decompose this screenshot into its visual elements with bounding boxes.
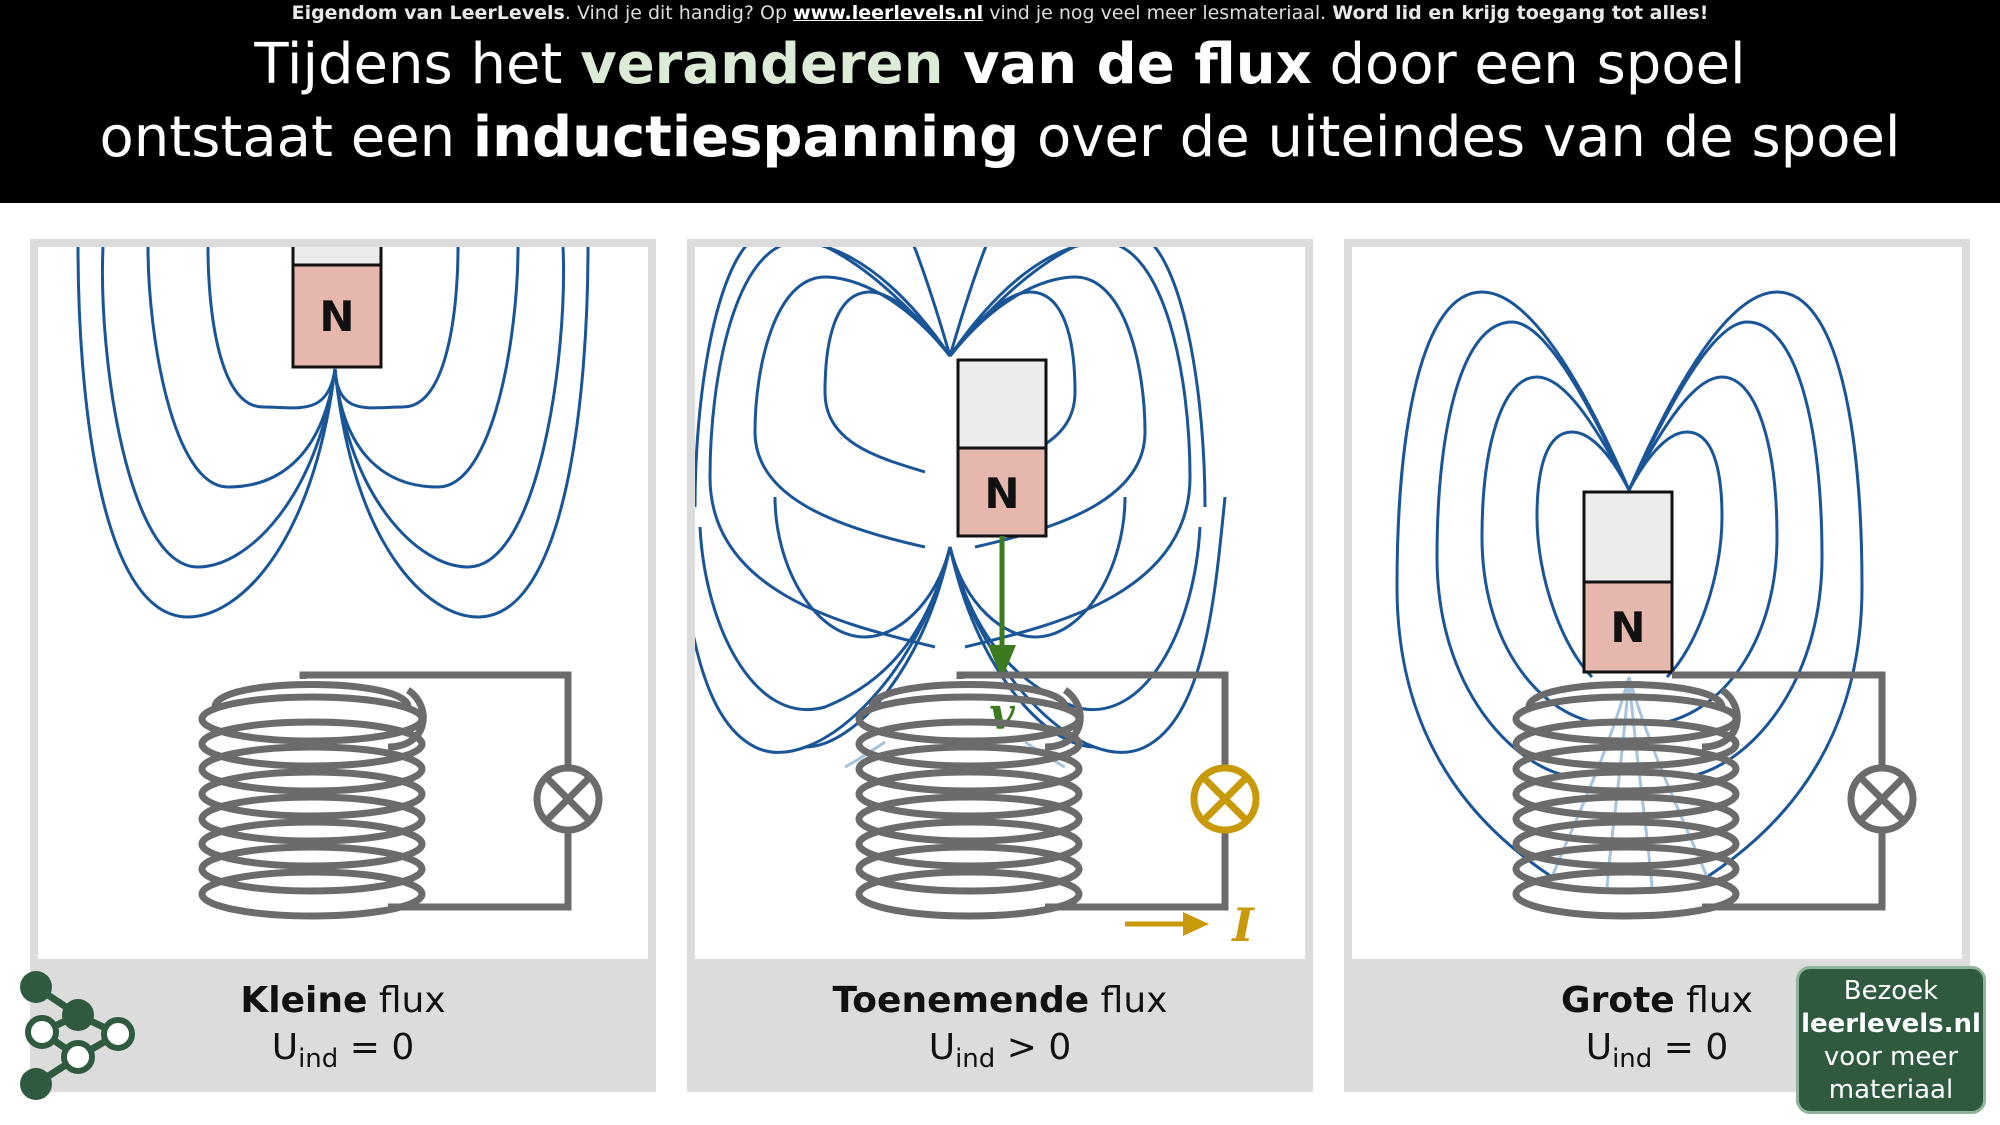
lamp-icon [533, 764, 603, 834]
title-part: door een spoel [1311, 32, 1746, 97]
formula-symbol: U [928, 1027, 956, 1068]
current-arrow: I [1125, 898, 1255, 952]
title-part: ontstaat een [99, 105, 473, 170]
notice-text: . Vind je dit handig? Op [564, 2, 794, 24]
panel-increasing-flux: N v [687, 239, 1313, 1092]
caption-bold: Grote [1561, 980, 1675, 1021]
diagram-svg: N [76, 247, 603, 920]
formula-subscript: ind [298, 1044, 339, 1075]
formula-symbol: U [271, 1027, 299, 1068]
caption-rest: flux [367, 980, 446, 1021]
panel-small-flux: N Kleine flux Uind [30, 239, 656, 1092]
diagram-svg: N v [695, 247, 1260, 952]
leerlevels-logo-icon [12, 967, 142, 1111]
notice-text-2: vind je nog veel meer lesmateriaal. [983, 2, 1333, 24]
diagram-svg: N [1395, 290, 1917, 920]
notice-owner: Eigendom van LeerLevels [291, 2, 565, 24]
header-banner: Eigendom van LeerLevels. Vind je dit han… [0, 0, 2000, 203]
induced-voltage-formula: Uind = 0 [30, 1027, 656, 1074]
diagram-increasing-flux: N v [695, 247, 1305, 959]
formula-subscript: ind [955, 1044, 996, 1075]
formula-relation: > 0 [995, 1027, 1072, 1068]
caption-rest: flux [1089, 980, 1168, 1021]
magnet-north-label: N [984, 469, 1019, 518]
bar-magnet: N [291, 247, 383, 369]
page-title-line-2: ontstaat een inductiespanning over de ui… [0, 103, 2000, 173]
lamp-icon [1847, 764, 1917, 834]
lamp-icon [1190, 764, 1260, 834]
coil [1512, 671, 1886, 920]
bar-magnet: N [956, 358, 1048, 538]
panel-caption: Kleine flux [30, 977, 656, 1025]
caption-rest: flux [1674, 980, 1753, 1021]
diagram-small-flux: N [38, 247, 648, 959]
visit-leerlevels-button[interactable]: Bezoek leerlevels.nl voor meer materiaal [1796, 966, 1986, 1114]
coil [855, 671, 1229, 920]
panel-caption: Toenemende flux [687, 977, 1313, 1025]
formula-relation: = 0 [338, 1027, 415, 1068]
field-lines [1395, 290, 1864, 879]
field-lines-inside-coil [1550, 676, 1709, 888]
ownership-notice: Eigendom van LeerLevels. Vind je dit han… [0, 2, 2000, 24]
title-part: over de uiteindes van de spoel [1019, 105, 1901, 170]
panel-large-flux: N Grote flux Uind [1344, 239, 1970, 1092]
current-label: I [1230, 898, 1255, 952]
bar-magnet: N [1582, 490, 1674, 674]
title-part: Tijdens het [254, 32, 581, 97]
magnet-north-label: N [1610, 603, 1645, 652]
velocity-arrow: v [988, 536, 1016, 740]
page-title-line-1: Tijdens het veranderen van de flux door … [0, 30, 2000, 100]
notice-cta: Word lid en krijg toegang tot alles! [1332, 2, 1709, 24]
diagram-large-flux: N [1352, 247, 1962, 959]
visit-line: materiaal [1828, 1075, 1954, 1105]
visit-line: voor meer [1823, 1042, 1959, 1072]
title-bold: inductiespanning [472, 105, 1020, 170]
title-bold: van de flux [943, 32, 1312, 97]
magnet-north-label: N [319, 292, 354, 341]
coil [198, 671, 572, 920]
formula-relation: = 0 [1652, 1027, 1729, 1068]
title-highlight: veranderen [580, 32, 944, 97]
induced-voltage-formula: Uind = 0 [1344, 1027, 1970, 1074]
caption-bold: Kleine [240, 980, 368, 1021]
leerlevels-link[interactable]: www.leerlevels.nl [793, 2, 984, 24]
formula-subscript: ind [1612, 1044, 1653, 1075]
visit-url: leerlevels.nl [1801, 1009, 1981, 1039]
field-lines [76, 247, 590, 619]
visit-line: Bezoek [1843, 976, 1939, 1006]
logo-svg [20, 971, 135, 1100]
panel-caption: Grote flux [1344, 977, 1970, 1025]
caption-bold: Toenemende [832, 980, 1090, 1021]
formula-symbol: U [1585, 1027, 1613, 1068]
induced-voltage-formula: Uind > 0 [687, 1027, 1313, 1074]
